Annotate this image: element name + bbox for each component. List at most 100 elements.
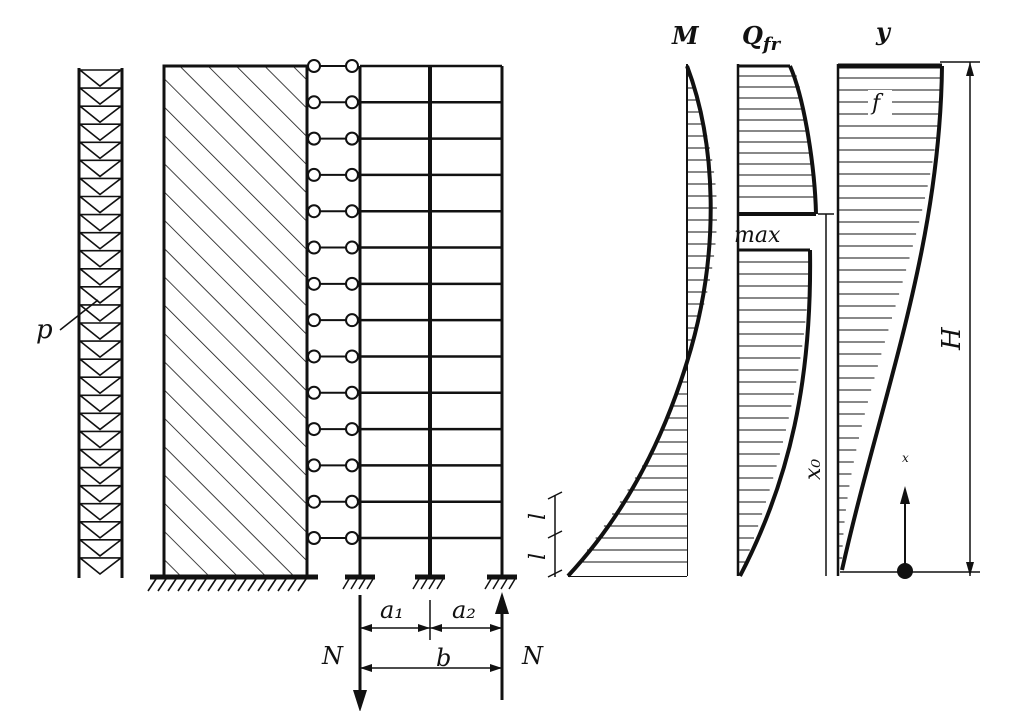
h-arrow-bottom [966, 562, 974, 576]
bay-dimensions: a₁ a₂ b N N [321, 592, 544, 711]
support-hatch-tick [484, 578, 492, 590]
n-left-label: N [321, 642, 344, 670]
link-hinge-frame [345, 349, 359, 364]
ground-hatch-tick [217, 578, 227, 592]
x0-dimension: x₀ [801, 213, 834, 576]
load-arrow [77, 412, 124, 431]
link-hinge-frame [345, 59, 359, 73]
load-arrow [77, 466, 124, 485]
link-hinge-frame [345, 204, 359, 219]
ground-hatch-tick [177, 578, 187, 592]
link-hinge-wall [307, 422, 321, 437]
load-arrow [77, 286, 124, 304]
load-arrow [77, 123, 124, 142]
dim-a2-arrow-right [490, 624, 502, 632]
shear-label: Qfr [742, 21, 782, 55]
storey-dim-tick-1 [547, 491, 563, 500]
a1-label: a₁ [380, 596, 404, 624]
deflection-hatch [838, 77, 942, 559]
load-arrow [77, 322, 124, 341]
x0-label: x₀ [801, 459, 826, 480]
load-label: p [36, 315, 53, 345]
load-arrow [77, 448, 124, 467]
max-label: max [734, 223, 781, 248]
support-hatch-tick [428, 578, 436, 590]
link-hinge-wall [307, 95, 321, 110]
support-hatch-tick [366, 578, 374, 590]
storey-dim-tick-3 [547, 569, 563, 578]
n-left-arrowhead [353, 690, 367, 711]
distributed-load [77, 68, 124, 578]
load-arrow [77, 358, 124, 377]
support-hatch-tick [358, 578, 366, 590]
link-hinge-wall [307, 59, 321, 73]
storey-dimension: l l [526, 491, 563, 578]
support-hatch-tick [508, 578, 516, 590]
n-right-arrowhead [495, 592, 509, 614]
support-hatch-tick [420, 578, 428, 590]
storey-label-2: l [526, 553, 551, 560]
x-arrow-head [900, 486, 910, 504]
link-hinge-wall [307, 531, 321, 545]
link-hinge-wall [307, 313, 321, 328]
ground-hatch-tick [197, 578, 207, 592]
load-arrow [77, 159, 124, 178]
link-hinge-wall [307, 131, 321, 146]
support-hatch-tick [412, 578, 420, 590]
ground-hatch-tick [167, 578, 177, 592]
link-hinge-frame [345, 167, 359, 182]
a2-label: a₂ [452, 596, 476, 624]
support-hatch-tick [342, 578, 350, 590]
moment-diagram: M [566, 21, 717, 578]
load-arrow [77, 430, 124, 449]
load-arrow [77, 69, 124, 88]
ground-hatch-tick [257, 578, 267, 592]
frame [358, 64, 504, 577]
storey-label-1: l [526, 513, 551, 520]
link-hinge-wall [307, 458, 321, 473]
link-hinge-frame [345, 422, 359, 437]
link-hinge-wall [307, 349, 321, 364]
ground-hatch-tick [247, 578, 257, 592]
link-hinge-frame [345, 313, 359, 328]
load-arrow [77, 141, 124, 160]
ground-hatch-tick [147, 578, 157, 592]
load-arrow [77, 340, 124, 359]
shear-curve-upper [788, 65, 818, 215]
link-hinge-frame [345, 240, 359, 255]
column-support-hatch [342, 578, 516, 590]
link-hinge-wall [307, 385, 321, 400]
ground-hatch-tick [277, 578, 287, 592]
wall-body [162, 64, 309, 578]
load-arrow [77, 267, 124, 286]
ground-hatch-tick [227, 578, 237, 592]
load-arrows [77, 69, 124, 576]
moment-label: M [671, 21, 700, 50]
support-hatch-tick [492, 578, 500, 590]
link-hinge-frame [345, 385, 359, 400]
dim-b-arrow-right [490, 664, 502, 672]
ground-hatch-tick [157, 578, 167, 592]
n-right-label: N [521, 642, 544, 670]
support-hatch-tick [436, 578, 444, 590]
link-rods [307, 59, 359, 545]
load-arrow [77, 195, 124, 214]
deflection-label: y [875, 17, 892, 46]
load-arrow [77, 231, 124, 250]
shear-diagram: Qfr max [734, 21, 818, 577]
x-origin-dot [897, 563, 913, 579]
ground-hatch-tick [207, 578, 217, 592]
dim-a1-arrow-left [360, 624, 372, 632]
load-arrow [77, 502, 124, 521]
shear-hatch-upper [738, 75, 815, 198]
link-hinge-frame [345, 131, 359, 146]
link-hinge-wall [307, 276, 321, 291]
shear-curve-lower [738, 249, 813, 577]
ground-hatch-tick [237, 578, 247, 592]
load-arrow [77, 394, 124, 413]
h-label: H [937, 326, 967, 351]
moment-curve [566, 65, 713, 578]
link-hinge-wall [307, 240, 321, 255]
moment-hatch-lower [568, 362, 687, 576]
